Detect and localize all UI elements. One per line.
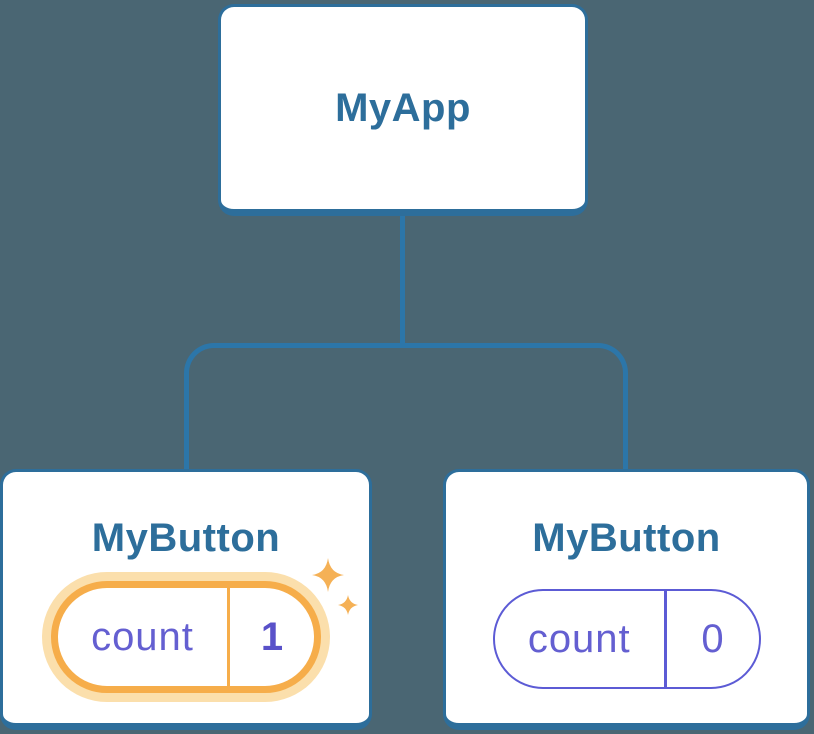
node-title: MyApp — [335, 86, 471, 130]
state-value: 0 — [701, 616, 724, 661]
state-pill-highlighted: count 1 — [51, 581, 321, 693]
state-value: 1 — [260, 614, 284, 659]
node-title: MyButton — [91, 516, 281, 560]
state-key: count — [527, 616, 631, 661]
sparkle-icon — [312, 558, 358, 615]
connector-stub — [400, 216, 405, 344]
node-myapp: MyApp — [218, 4, 588, 216]
pill-divider — [227, 588, 230, 686]
state-key: count — [91, 614, 194, 659]
node-mybutton-1: MyButton count 1 — [0, 469, 372, 730]
node-title: MyButton — [532, 516, 721, 560]
node-mybutton-2: MyButton count 0 — [443, 469, 810, 730]
state-pill: count 0 — [492, 589, 761, 689]
connector-bracket — [184, 343, 628, 470]
pill-divider — [664, 591, 667, 687]
